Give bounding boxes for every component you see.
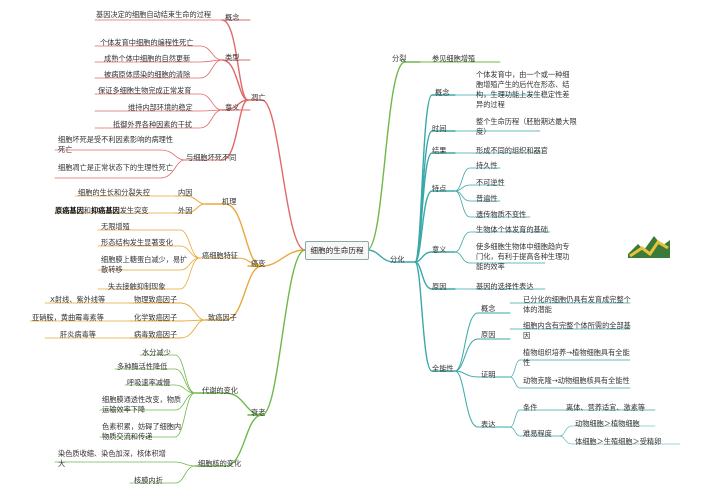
- apoptosis-meaning-3: 抵御外界各种因素的干扰: [113, 120, 193, 129]
- diff-meaning-1: 生物体个体发育的基础: [476, 225, 548, 234]
- aging-node[interactable]: 衰老: [251, 408, 266, 417]
- cancer-outer-cause[interactable]: 外因: [178, 206, 193, 215]
- diff-trait-node[interactable]: 特点: [432, 184, 447, 193]
- diff-result-node[interactable]: 结果: [432, 146, 447, 155]
- apoptosis-meaning-node[interactable]: 意义: [225, 103, 240, 112]
- cancer-branch-lines: [29, 195, 306, 339]
- difficulty-node[interactable]: 难易程度: [523, 429, 552, 438]
- totipotency-reason-node[interactable]: 原因: [481, 330, 496, 339]
- apoptosis-type-2: 成熟个体中细胞的自然更新: [104, 54, 191, 63]
- proof-2: 动物克隆→动物细胞核具有全能性: [523, 376, 630, 385]
- cancer-factor-node[interactable]: 致癌因子: [208, 313, 237, 322]
- diff-trait-2: 不可逆性: [476, 178, 505, 187]
- metabolism-4: 细胞膜通透性改变，物质运输效率下降: [102, 395, 182, 414]
- diff-time-node[interactable]: 时间: [432, 124, 447, 133]
- division-node[interactable]: 分裂: [392, 54, 407, 63]
- diff-concept-text: 个体发育中，由一个或一种细胞增殖产生的后代在形态、结构，生理功能上发生稳定性差异…: [476, 70, 570, 109]
- chemical-carcinogen-example: 亚硝胺，黄曲霉毒素等: [32, 313, 104, 322]
- diff-time-text: 整个生命历程（胚胎期达最大限度）: [476, 117, 577, 136]
- split-branch-lines: [366, 61, 501, 251]
- cancer-feature-node[interactable]: 癌细胞特征: [202, 251, 238, 260]
- apoptosis-vs-2: 细胞凋亡是正常状态下的生理性死亡: [58, 163, 174, 172]
- metabolism-1: 水分减少: [142, 348, 171, 357]
- cancer-inner-text: 细胞的生长和分裂失控: [78, 188, 150, 197]
- proto-oncogene-text: 原癌基因: [55, 206, 84, 215]
- nucleus-2: 核膜内折: [134, 476, 163, 485]
- totipotency-node[interactable]: 全能性: [432, 364, 454, 373]
- apoptosis-node[interactable]: 凋亡: [251, 93, 266, 102]
- chemical-carcinogen[interactable]: 化学致癌因子: [134, 313, 178, 322]
- cancer-feature-4: 失去接触抑制现象: [108, 282, 166, 291]
- difficulty-1: 动物细胞＞植物细胞: [575, 419, 640, 428]
- totipotency-concept-node[interactable]: 概念: [481, 304, 496, 313]
- diff-meaning-node[interactable]: 意义: [432, 245, 447, 254]
- metabolism-change-node[interactable]: 代谢的变化: [202, 386, 238, 395]
- proof-1: 植物组织培养→植物细胞具有全能性: [523, 348, 630, 367]
- diff-result-text: 形成不同的组织和器官: [476, 146, 548, 155]
- diff-concept-node[interactable]: 概念: [435, 88, 450, 97]
- physical-carcinogen[interactable]: 物理致癌因子: [134, 295, 178, 304]
- apoptosis-vs-necrosis-node[interactable]: 与细胞坏死不同: [186, 153, 237, 162]
- aging-branch-lines: [54, 249, 306, 484]
- metabolism-2: 多种酶活性降低: [117, 362, 168, 371]
- nucleus-1: 染色质收缩、染色加深，核体积增大: [58, 449, 166, 468]
- condition-text: 离体、营养适宜、激素等: [566, 403, 646, 412]
- apoptosis-concept-node[interactable]: 概念: [225, 13, 240, 22]
- metabolism-5: 色素积累，妨碍了细胞内物质交流和传递: [102, 422, 182, 441]
- diff-meaning-2: 使多细胞生物体中细胞趋向专门化，有利于提高各种生理功能的效率: [476, 242, 570, 271]
- nucleus-change-node[interactable]: 细胞核的变化: [198, 459, 242, 468]
- proof-node[interactable]: 证明: [481, 370, 496, 379]
- cancer-feature-3: 细胞膜上糖蛋白减少，易扩散转移: [101, 255, 188, 274]
- difficulty-2: 体细胞＞生殖细胞＞受精卵: [575, 437, 662, 446]
- cancer-node[interactable]: 癌变: [251, 259, 266, 268]
- tumor-suppressor-text: 抑癌基因: [90, 206, 120, 215]
- viral-carcinogen-example: 肝炎病毒等: [60, 330, 96, 339]
- cancer-feature-2: 形态结构发生显著变化: [101, 238, 173, 247]
- brand-logo: [624, 228, 676, 282]
- cancer-outer-text: 原癌基因和抑癌基因发生突变: [55, 206, 149, 216]
- and-text: 和: [83, 206, 91, 215]
- diff-trait-1: 持久性: [476, 161, 498, 170]
- diff-trait-3: 普遍性: [476, 194, 498, 203]
- cancer-feature-1: 无限增殖: [101, 222, 130, 231]
- diff-reason-node[interactable]: 原因: [432, 282, 447, 291]
- diff-trait-4: 遗传物质不变性: [476, 210, 527, 219]
- apoptosis-branch-lines: [54, 19, 306, 251]
- apoptosis-meaning-2: 维持内部环境的稳定: [128, 103, 193, 112]
- differentiation-branch-lines: [366, 94, 681, 445]
- apoptosis-vs-1: 细胞坏死是受不利因素影响的病理性死亡: [58, 135, 174, 154]
- totipotency-reason-text: 细胞内含有完整个体所需的全部基因: [523, 321, 631, 340]
- cancer-mechanism-node[interactable]: 机理: [222, 197, 237, 206]
- root-node[interactable]: 细胞的生命历程: [305, 241, 369, 260]
- logo-mountain-icon: [628, 236, 670, 258]
- apoptosis-concept-text: 基因决定的细胞自动结束生命的过程: [96, 10, 212, 19]
- apoptosis-type-node[interactable]: 类型: [225, 53, 240, 62]
- differentiation-node[interactable]: 分化: [390, 255, 405, 264]
- condition-node[interactable]: 条件: [523, 403, 538, 412]
- cancer-inner-cause[interactable]: 内因: [178, 188, 193, 197]
- diff-reason-text: 基因的选择性表达: [476, 282, 534, 291]
- apoptosis-type-1: 个体发育中细胞的编程性死亡: [100, 38, 194, 47]
- division-text: 参见细胞增殖: [432, 54, 476, 63]
- apoptosis-type-3: 被病原体感染的细胞的清除: [104, 70, 191, 79]
- physical-carcinogen-example: X射线、紫外线等: [50, 295, 106, 304]
- mutation-text: 发生突变: [119, 206, 149, 215]
- totipotency-concept-text: 已分化的细胞仍具有发育成完整个体的潜能: [523, 295, 631, 314]
- metabolism-3: 呼吸速率减慢: [127, 378, 171, 387]
- apoptosis-meaning-1: 保证多细胞生物完成正常发育: [98, 86, 192, 95]
- expression-node[interactable]: 表达: [481, 420, 496, 429]
- viral-carcinogen[interactable]: 病毒致癌因子: [134, 330, 178, 339]
